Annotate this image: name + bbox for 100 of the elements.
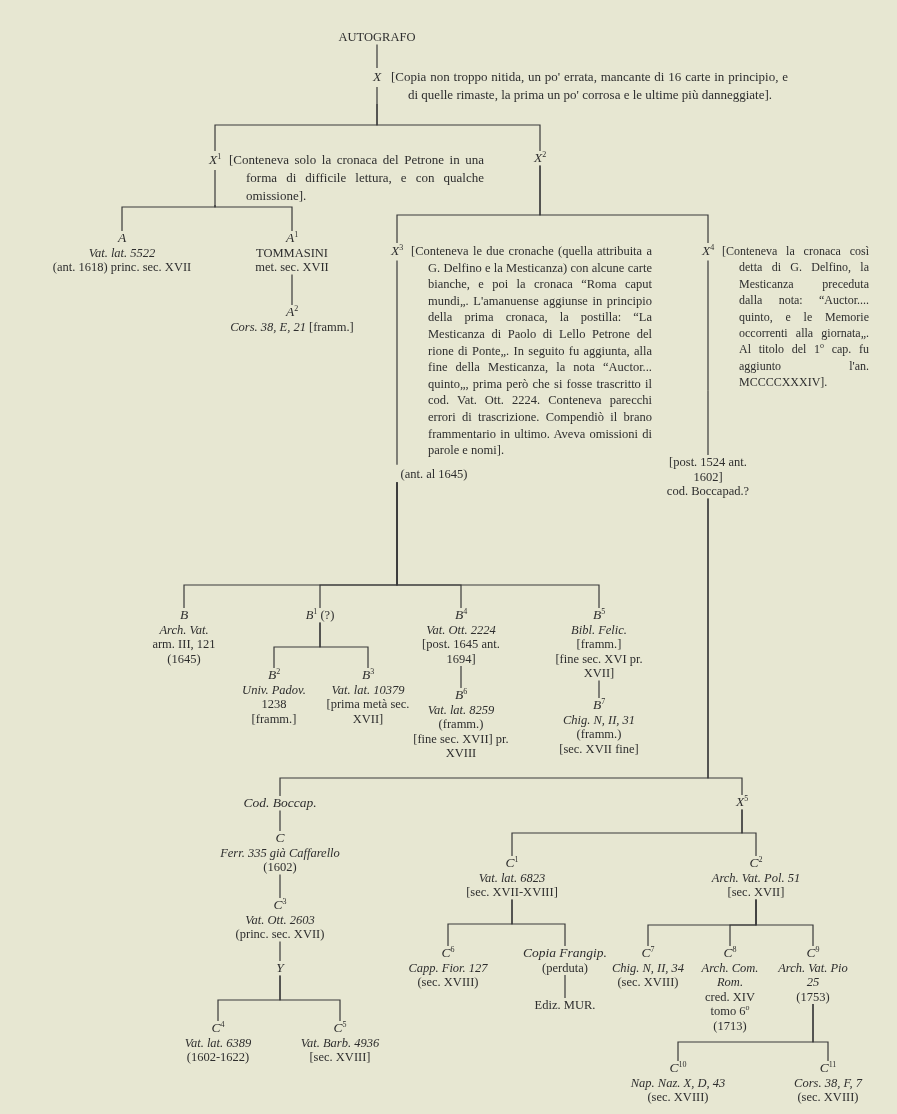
description-text: Cors. 38, E, 21 [framm.] — [229, 319, 355, 334]
description-text: [framm.] — [250, 711, 298, 726]
description-text: Chig. N, II, 34 — [610, 960, 686, 975]
siglum: C$^{1}$ — [504, 856, 520, 871]
description-text: [Copia non troppo nitida, un po' errata, mancante di 16 carte in principio, e di quelle rimaste, la prima un po' corrosa e le ultime più danneggiate]. — [391, 68, 788, 104]
stemma-line — [539, 164, 709, 244]
description-text: (1602-1622) — [185, 1050, 251, 1065]
stemma-line — [376, 43, 378, 69]
siglum: X$^{5}$ — [734, 795, 750, 810]
siglum: X$^{4}$ — [700, 243, 716, 260]
siglum: Cod. Boccap. — [242, 796, 318, 811]
description-text: Arch. Vat. — [158, 622, 210, 637]
siglum: X — [371, 68, 383, 86]
description-text: Capp. Fior. 127 — [407, 960, 489, 975]
stemma-line — [279, 974, 341, 1022]
siglum: A$^{2}$ — [284, 305, 300, 320]
description-text: met. sec. XVII — [254, 260, 330, 275]
description-text: Vat. lat. 6389 — [183, 1035, 253, 1050]
description-text: Arch. Com. Rom. — [700, 960, 760, 990]
description-text: (sec. XVIII) — [796, 1090, 860, 1105]
description-text: Arch. Vat. Pio 25 — [778, 960, 848, 990]
description-text: Nap. Naz. X, D, 43 — [629, 1075, 727, 1090]
stemma-line — [707, 497, 743, 796]
siglum: C$^{8}$ — [722, 946, 738, 961]
stemma-line — [812, 1003, 829, 1062]
stemma-line — [279, 809, 281, 832]
stemma-line — [279, 940, 281, 962]
description-text: Vat. lat. 8259 — [426, 702, 496, 717]
siglum: B$^{5}$ — [591, 608, 607, 623]
description-text: [fine sec. XVII] pr. XVIII — [412, 731, 510, 761]
description-text: (framm.) — [437, 717, 485, 732]
description-text: (sec. XVIII) — [616, 975, 680, 990]
description-text: (sec. XVIII) — [416, 975, 480, 990]
siglum: X$^{1}$ — [207, 151, 223, 169]
stemma-line — [121, 204, 216, 232]
description-text: (princ. sec. XVII) — [234, 927, 326, 942]
siglum: AUTOGRAFO — [337, 30, 417, 45]
description-text: Arch. Vat. Pol. 51 — [710, 870, 802, 885]
siglum: C — [274, 831, 286, 846]
siglum: B$^{1}$ (?) — [304, 608, 336, 623]
siglum: X$^{2}$ — [532, 151, 548, 166]
siglum: C$^{5}$ — [332, 1021, 348, 1036]
siglum: X$^{3}$ — [389, 243, 405, 260]
description-text: (sec. XVIII) — [646, 1090, 710, 1105]
description-text: cred. XIV — [704, 989, 756, 1004]
stemma-line — [214, 204, 293, 232]
description-text: (1713) — [712, 1018, 748, 1033]
siglum: C$^{3}$ — [272, 898, 288, 913]
description-text: (ant. 1618) princ. sec. XVII — [51, 260, 193, 275]
siglum: C$^{11}$ — [818, 1061, 838, 1076]
siglum: B$^{2}$ — [266, 668, 282, 683]
description-text: TOMMASINI — [255, 245, 329, 260]
siglum: C$^{6}$ — [440, 946, 456, 961]
stemma-line — [511, 898, 566, 947]
description-text: (1602) — [262, 860, 298, 875]
description-text: Vat. lat. 6823 — [477, 870, 547, 885]
stemma-line — [376, 103, 541, 152]
siglum: C$^{7}$ — [640, 946, 656, 961]
description-text: Bibl. Felic. — [570, 622, 628, 637]
description-text: Vat. lat. 10379 — [330, 682, 406, 697]
stemma-line — [707, 390, 709, 456]
description-text: [prima metà sec. XVII] — [325, 697, 411, 726]
description-text: 1238 — [260, 697, 288, 712]
stemma-line — [741, 808, 757, 857]
description-text: [sec. XVII] — [726, 885, 786, 900]
stemma-line — [291, 273, 293, 306]
stemma-line — [564, 974, 566, 999]
description-text: Vat. Ott. 2224 — [425, 622, 497, 637]
stemma-line — [755, 898, 814, 947]
siglum: C$^{9}$ — [805, 946, 821, 961]
description-text: Vat. Barb. 4936 — [299, 1035, 381, 1050]
description-text: Ferr. 335 già Caffarello — [219, 845, 341, 860]
siglum: Y — [275, 961, 286, 976]
description-text: [fine sec. XVI pr. XVII] — [555, 651, 643, 681]
stemma-line — [279, 873, 281, 899]
siglum: B — [178, 608, 190, 623]
description-text: [Conteneva le due cronache (quella attribuita a G. Delfino e la Mesticanza) con alcune carte bianche, e poi la cronaca “Roma caput mundi„. L'amanuense aggiunse in principio della prima cronaca, la postilla: “La Mesticanza di Paolo di Lello Petrone del rione di Ponte„. In seguito fu aggiunta, alla fine della Mesticanza, la nota “Auctor... quinto„, prima però che si fosse trascritto il cod. Vat. Ott. 2224. Conteneva parecchi errori di trascrizione. Compendiò il brano frammentario in ultimo. Aveva omissioni di parole e nomi]. — [411, 243, 652, 459]
description-text: Vat. Ott. 2603 — [244, 912, 316, 927]
date-note: (ant. al 1645) — [399, 465, 469, 483]
description-text: tomo 6$^{o}$ — [709, 1004, 751, 1019]
description-text: (1753) — [795, 989, 831, 1004]
description-text: Chig. N, II, 31 — [561, 712, 637, 727]
siglum: C$^{4}$ — [210, 1021, 226, 1036]
description-text: Univ. Padov. — [241, 682, 307, 697]
description-text: cod. Boccapad.? — [665, 484, 751, 499]
description-text: [post. 1645 ant. 1694] — [421, 637, 501, 666]
description-text: [sec. XVIII] — [308, 1050, 372, 1065]
description-text: [Conteneva la cronaca così detta di G. Delfino, la Mesticanza preceduta dalla nota: “Auctor.... quinto, e le Memorie occorrenti alla giornata„. Al titolo del 1$^{o}$ cap. fu aggiunto l'an. MCCCCXXXIV]. — [722, 243, 869, 391]
description-text: [sec. XVII-XVIII] — [465, 885, 559, 900]
description-text: (framm.) — [575, 727, 623, 742]
description-text: [framm.] — [575, 637, 623, 652]
siglum: Copia Frangip. — [522, 946, 608, 961]
description-text: [Conteneva solo la cronaca del Petrone in una forma di difficile lettura, e con qualche omissione]. — [229, 151, 484, 205]
siglum: Ediz. MUR. — [533, 998, 597, 1013]
stemma-line — [460, 665, 462, 689]
siglum: B$^{3}$ — [360, 668, 376, 683]
description-text: [sec. XVII fine] — [558, 741, 640, 756]
stemma-line — [598, 679, 600, 699]
siglum: B$^{6}$ — [453, 688, 469, 703]
stemma-line — [319, 621, 369, 669]
